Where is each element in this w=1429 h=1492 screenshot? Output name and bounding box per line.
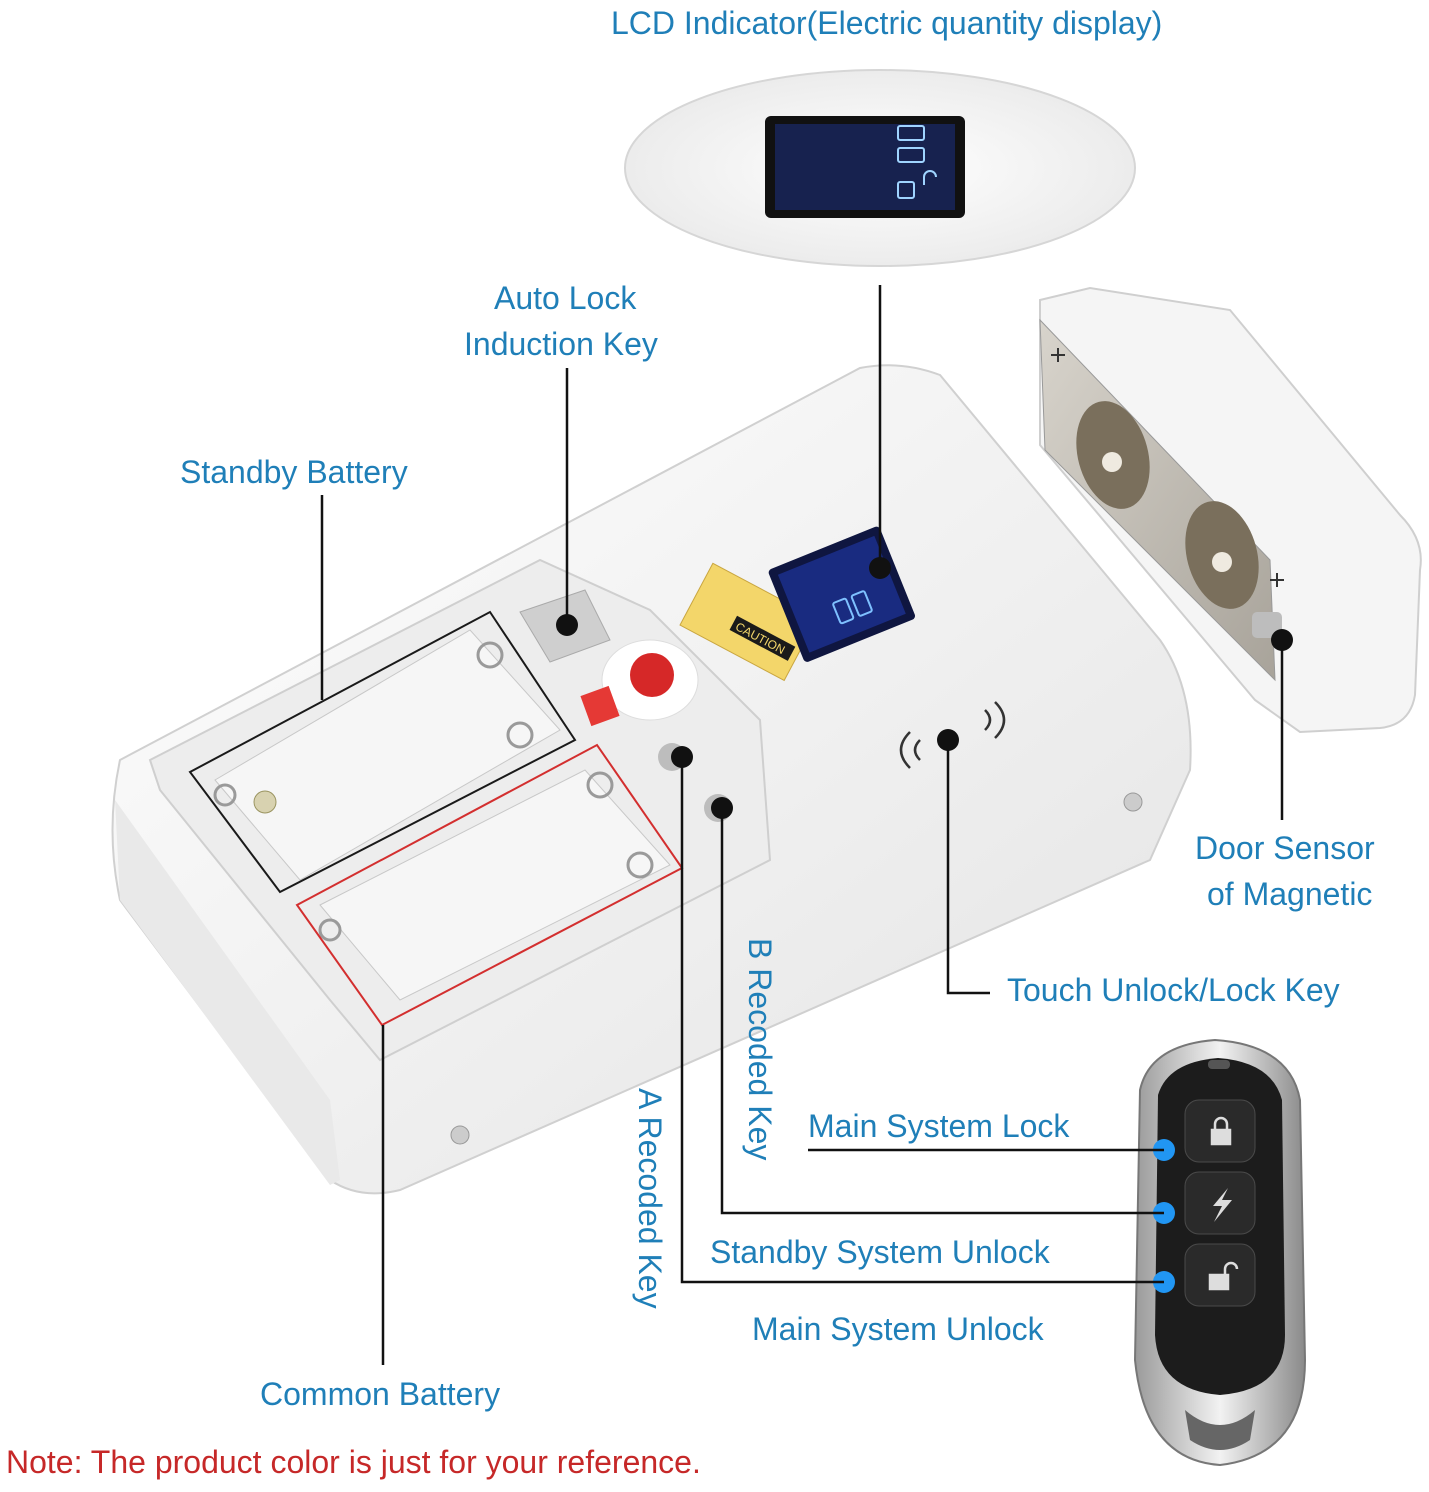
lock-icon [923,170,937,185]
label-common-battery: Common Battery [260,1376,501,1412]
leader-endpoints [556,557,1293,819]
label-auto-lock-line2: Induction Key [464,326,658,362]
leader-b-recoded [720,808,1164,1215]
label-standby-battery: Standby Battery [180,454,408,490]
spring-contacts [213,641,654,942]
label-door-sensor-line1: Door Sensor [1195,830,1375,866]
label-touch-key: Touch Unlock/Lock Key [1007,972,1340,1008]
red-button [580,639,699,727]
lcd-zoom-bubble [624,69,1136,267]
door-sensor [1039,286,1422,734]
caution-sticker: CAUTION [679,562,818,682]
unlock-icon [1208,1261,1239,1291]
leader-touch-key [946,740,990,995]
product-color-note: Note: The product color is just for your… [6,1444,701,1480]
label-main-system-unlock: Main System Unlock [752,1311,1044,1347]
leader-lines [320,285,1284,1365]
label-b-recoded-key: B Recoded Key [742,938,778,1161]
leader-a-recoded [680,757,1164,1284]
screw-icon [253,790,277,814]
battery-icon [897,125,925,199]
label-main-system-lock: Main System Lock [808,1108,1070,1144]
wireless-icon [899,701,1006,769]
lock-body: CAUTION [111,364,1192,1195]
label-auto-lock-line1: Auto Lock [494,280,637,316]
lock-icon [1210,1116,1232,1146]
screw-icon [1051,348,1284,587]
lightning-icon [1213,1188,1232,1222]
standby-battery-box [188,610,577,894]
remote-control [1133,1038,1307,1467]
label-standby-system-unlock: Standby System Unlock [710,1234,1050,1270]
label-door-sensor-line2: of Magnetic [1207,876,1373,912]
label-lcd-indicator: LCD Indicator(Electric quantity display) [611,5,1163,41]
label-a-recoded-key: A Recoded Key [632,1088,668,1309]
